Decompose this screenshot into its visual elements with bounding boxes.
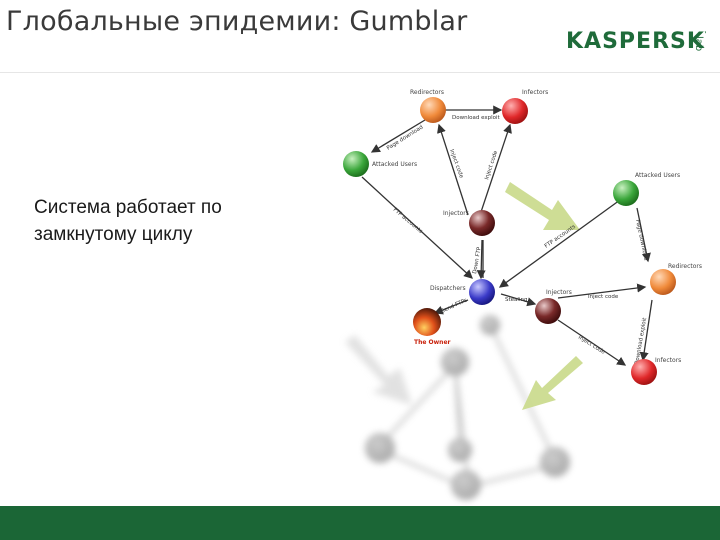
label-infectors-top: Infectors — [522, 89, 548, 96]
label-infectors-right: Infectors — [655, 357, 681, 364]
node-injectors-mid — [469, 210, 495, 236]
node-redirectors-top — [420, 97, 446, 123]
label-dispatchers: Dispatchers — [430, 285, 466, 292]
slide-header: Глобальные эпидемии: Gumblar KASPERSKY l… — [0, 0, 720, 72]
label-redirectors-right: Redirectors — [668, 263, 702, 270]
edge-page-download: Page download — [386, 125, 425, 152]
edge-stealing: Stealing — [505, 297, 527, 303]
node-attacked-users-left — [343, 151, 369, 177]
arrow-yellow-top — [505, 182, 580, 230]
diagram-edges — [361, 105, 653, 366]
body-line-1: Система работает по — [34, 197, 222, 218]
node-infectors-top — [502, 98, 528, 124]
header-divider — [0, 72, 720, 73]
edge-down-ftp: Down FTP — [472, 246, 483, 274]
node-attacked-users-right — [613, 180, 639, 206]
logo-text: KASPERSKY — [566, 29, 706, 54]
node-labels: Redirectors Infectors Attacked Users Inj… — [372, 89, 702, 364]
label-attacked-users-left: Attacked Users — [372, 161, 417, 168]
label-the-owner: The Owner — [414, 339, 451, 346]
edge-download-exploit: Download exploit — [452, 115, 501, 121]
edge-page-download-right: Page download — [634, 219, 649, 261]
label-attacked-users-right: Attacked Users — [635, 172, 680, 179]
kaspersky-logo: KASPERSKY lab — [566, 29, 706, 54]
arrow-yellow-bottom — [522, 356, 583, 410]
label-injectors-mid: Injectors — [443, 210, 469, 217]
footer-bar — [0, 506, 720, 540]
label-injectors-right: Injectors — [546, 289, 572, 296]
body-line-2: замкнутому циклу — [34, 224, 193, 245]
slide-title: Глобальные эпидемии: Gumblar — [6, 6, 468, 37]
edge-send-ftps: Send FTPs — [440, 297, 468, 314]
label-redirectors-top: Redirectors — [410, 89, 444, 96]
edge-inject-code-bottom: Inject code — [577, 335, 606, 356]
edge-inject-code-a: Inject code — [448, 149, 464, 180]
node-dispatchers — [469, 279, 495, 305]
body-text: Система работает по замкнутому циклу — [34, 194, 294, 248]
gumblar-cycle-diagram: Download exploit Page download Inject co… — [343, 89, 702, 500]
edge-inject-code-right: Inject code — [588, 294, 619, 300]
node-injectors-right — [535, 298, 561, 324]
node-the-owner — [413, 308, 441, 336]
edge-ftp-accounts-left: FTP accounts — [392, 207, 424, 235]
logo-sub: lab — [693, 36, 704, 51]
node-redirectors-right — [650, 269, 676, 295]
node-infectors-right — [631, 359, 657, 385]
blurred-reflection — [345, 315, 570, 500]
